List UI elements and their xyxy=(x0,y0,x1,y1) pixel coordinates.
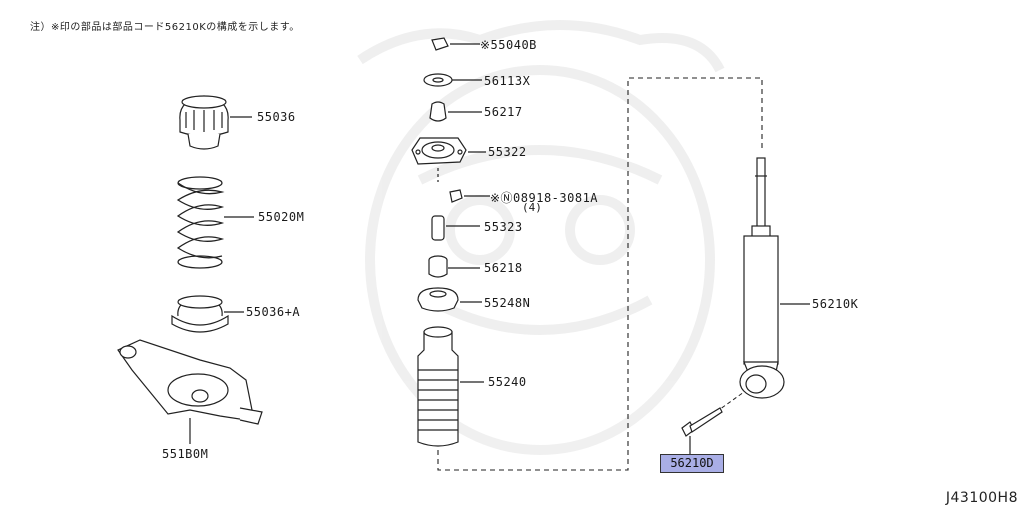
footnote: 注）※印の部品は部品コード56210Kの構成を示します。 xyxy=(30,22,300,33)
part-55020m-coil-spring xyxy=(176,176,254,269)
label-08918[interactable]: ※Ⓝ08918-3081A xyxy=(490,191,599,205)
label-56217[interactable]: 56217 xyxy=(484,105,523,119)
label-55240[interactable]: 55240 xyxy=(488,375,527,389)
part-56210k-shock-absorber xyxy=(739,157,810,399)
label-55323[interactable]: 55323 xyxy=(484,220,523,234)
label-55036a[interactable]: 55036+A xyxy=(246,305,301,319)
diagram-reference: J43100H8 xyxy=(945,490,1018,506)
label-55036[interactable]: 55036 xyxy=(257,110,296,124)
part-551b0m-lower-arm xyxy=(117,339,263,444)
samurai-watermark xyxy=(357,20,725,455)
label-56210d-highlighted[interactable]: 56210D xyxy=(660,454,724,473)
label-08918-qty: (4) xyxy=(522,201,542,214)
bolt-leader-dashed xyxy=(715,391,745,413)
part-55248n-bound-bumper xyxy=(417,287,482,312)
part-55036a-lower-seat xyxy=(171,295,244,333)
part-08918-nut xyxy=(449,189,490,203)
label-56218[interactable]: 56218 xyxy=(484,261,523,275)
part-55323-sleeve xyxy=(431,215,480,241)
part-55240-dust-boot xyxy=(417,326,484,447)
label-551b0m[interactable]: 551B0M xyxy=(162,447,209,461)
part-56217-bushing xyxy=(429,101,482,122)
part-56218-bushing xyxy=(428,255,480,278)
part-56113x-washer xyxy=(423,73,482,87)
label-55248n[interactable]: 55248N xyxy=(484,296,531,310)
label-56210k[interactable]: 56210K xyxy=(812,297,859,311)
assembly-bracket-dashed xyxy=(437,77,763,471)
part-56210d-bolt xyxy=(681,407,723,454)
label-56113x[interactable]: 56113X xyxy=(484,74,531,88)
label-55322[interactable]: 55322 xyxy=(488,145,527,159)
part-55036-bump-stop xyxy=(179,95,252,150)
part-55040b-nut xyxy=(431,37,480,51)
part-55322-mount-bracket xyxy=(411,137,486,182)
label-55040b[interactable]: ※55040B xyxy=(480,38,537,52)
label-55020m[interactable]: 55020M xyxy=(258,210,305,224)
